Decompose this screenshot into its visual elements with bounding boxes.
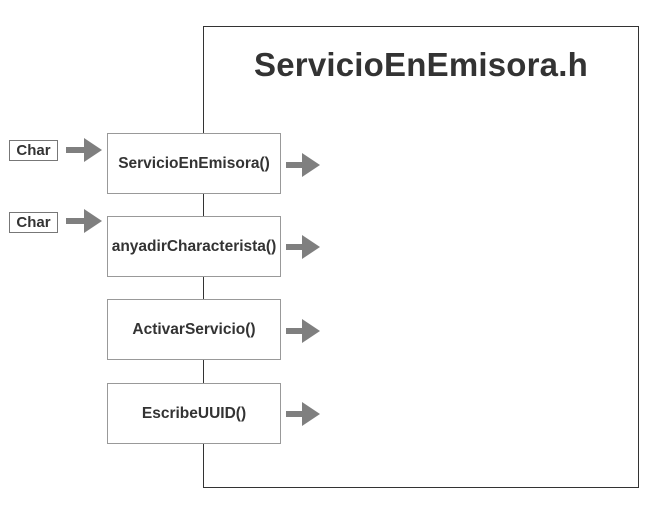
input-arrow-1 (66, 138, 102, 162)
char-input-1: Char (9, 140, 58, 161)
method-anyadir-characterista: anyadirCharacterista() (107, 216, 281, 277)
char-input-2: Char (9, 212, 58, 233)
diagram-title: ServicioEnEmisora.h (254, 46, 588, 83)
method-activar-servicio: ActivarServicio() (107, 299, 281, 360)
input-arrow-2 (66, 209, 102, 233)
method-servicio-en-emisora: ServicioEnEmisora() (107, 133, 281, 194)
method-escribe-uuid: EscribeUUID() (107, 383, 281, 444)
